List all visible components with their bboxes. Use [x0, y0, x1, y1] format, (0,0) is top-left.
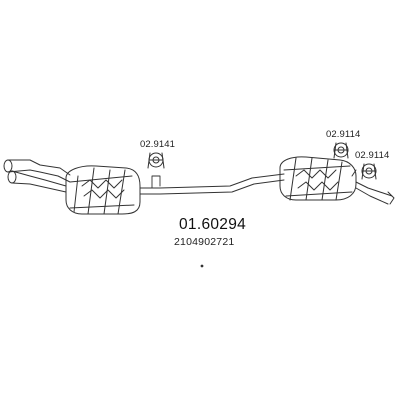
hanger-callout-1-label: 02.9141 [140, 139, 176, 150]
rubber-hanger-3 [361, 163, 377, 180]
middle-pipe [139, 173, 285, 195]
rubber-hanger-1 [147, 152, 165, 169]
tail-pipe [355, 181, 395, 205]
oem-number: 2104902721 [174, 236, 235, 248]
center-dot [200, 264, 204, 268]
front-pipe-flanges [3, 159, 71, 193]
hanger-callout-2-label: 02.9114 [326, 129, 361, 140]
rubber-hanger-2 [333, 142, 349, 159]
rear-muffler [279, 156, 357, 201]
front-muffler [65, 165, 141, 215]
main-part-number: 01.60294 [179, 216, 247, 233]
hanger-callout-3-label: 02.9114 [355, 150, 390, 161]
